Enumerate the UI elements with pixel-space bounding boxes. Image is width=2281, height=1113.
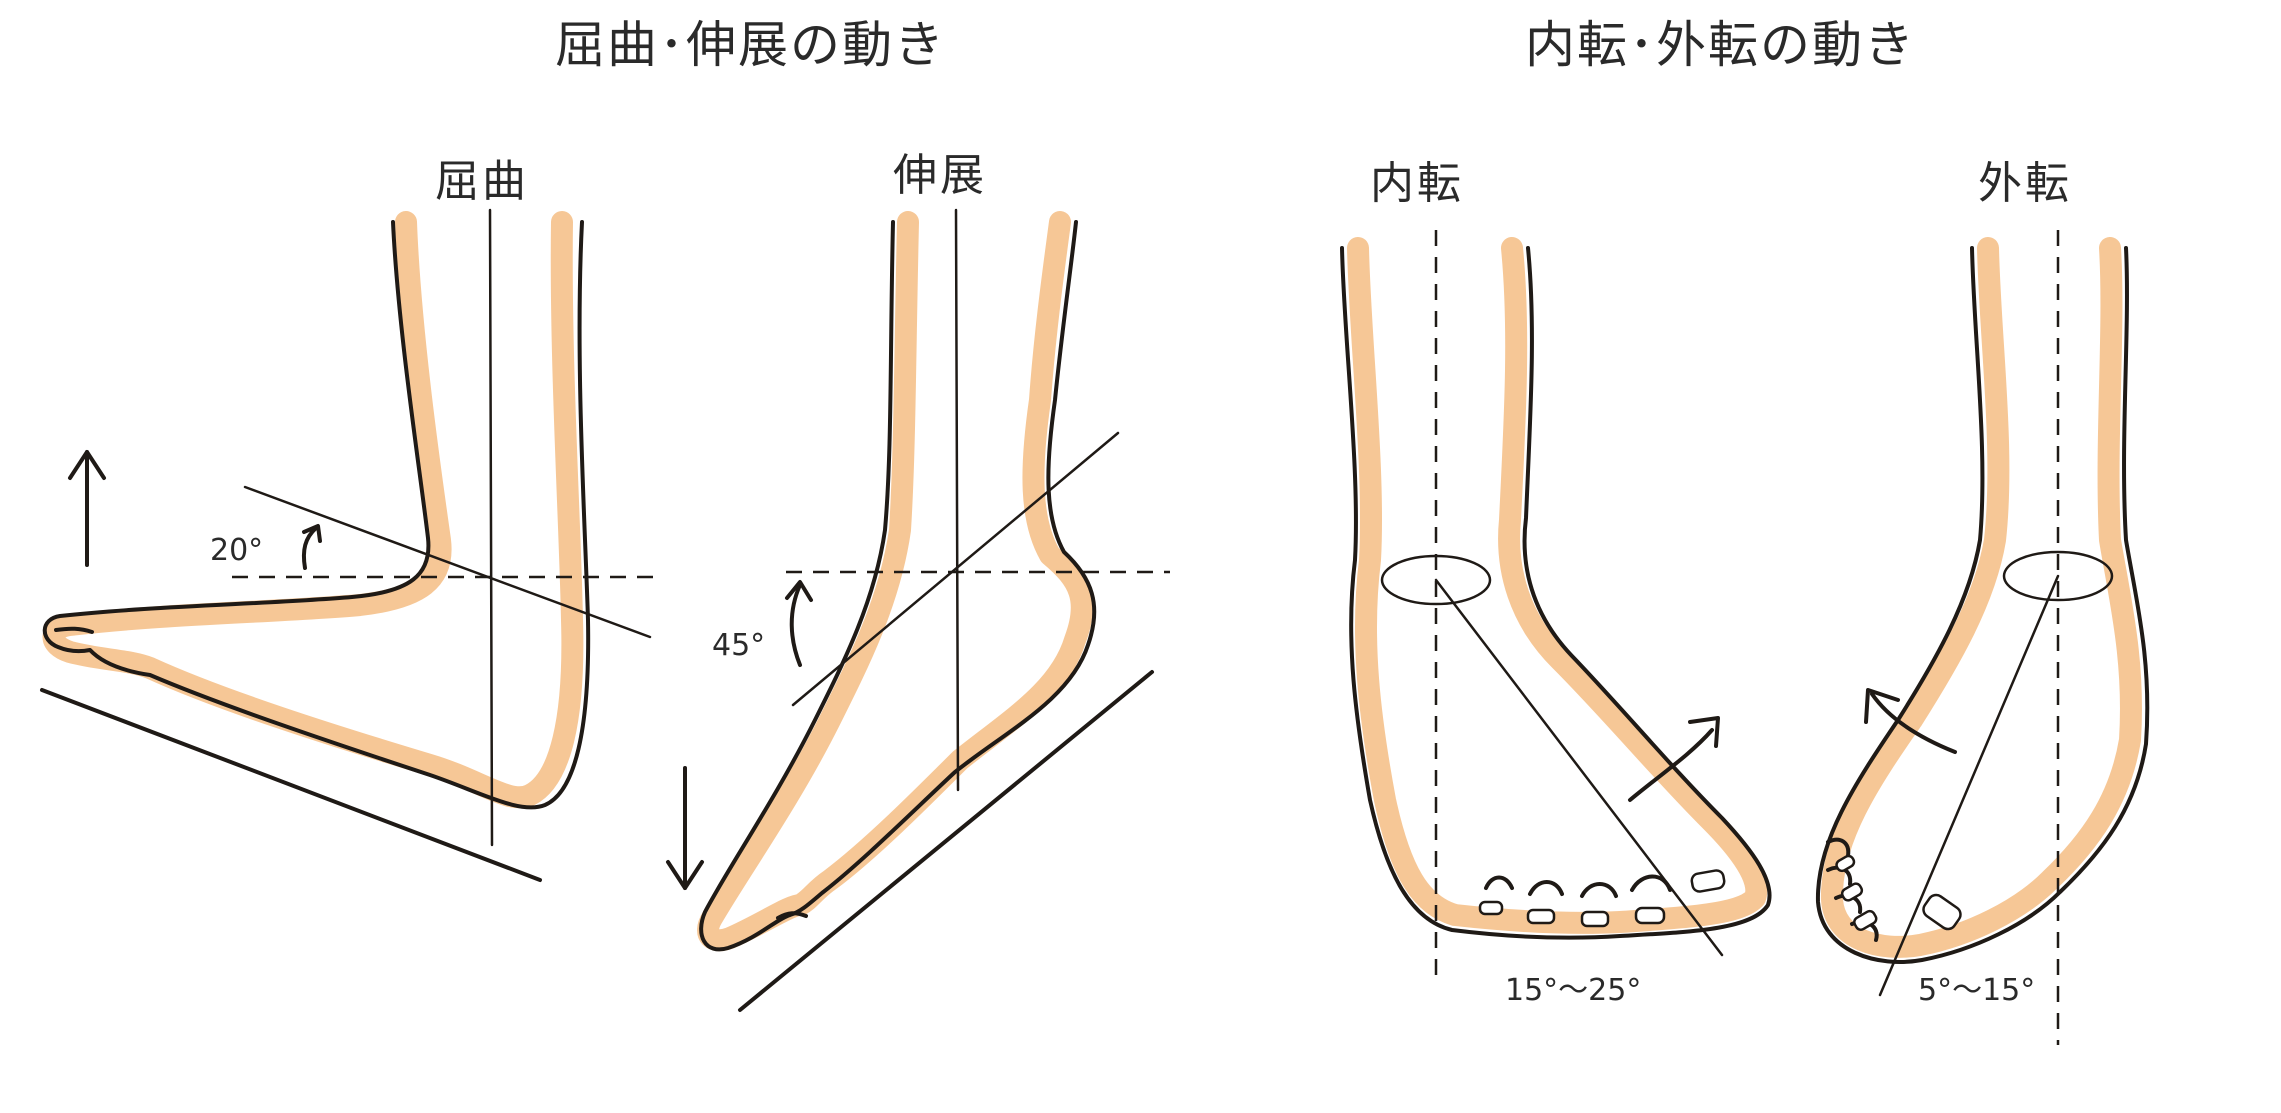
abduction-angle-value: 5°～15° — [1918, 973, 2035, 1008]
extension-toe-crease — [776, 911, 808, 920]
flexion-foot-skin — [42, 211, 584, 809]
panel-abduction: 外転 5°～15° — [1815, 158, 2150, 1045]
abduction-foot-skin — [1820, 237, 2142, 958]
extension-ground-line — [738, 670, 1154, 1012]
extension-axis-vertical — [954, 208, 960, 792]
label-abduction: 外転 — [1978, 158, 2072, 209]
flexion-toe-crease — [54, 626, 94, 634]
adduction-angle-line — [1434, 578, 1724, 957]
extension-angle-line — [791, 431, 1120, 707]
heading-adduction-abduction: 内転･外転の動き — [1525, 16, 1916, 74]
abduction-angle-line — [1878, 574, 2060, 997]
abduction-foot-outline — [1815, 246, 2150, 964]
flexion-angle-value: 20° — [210, 533, 263, 568]
adduction-angle-value: 15°～25° — [1505, 973, 1641, 1008]
flexion-axis-vertical — [488, 208, 494, 847]
flexion-ground-line — [40, 688, 542, 882]
flexion-up-arrow-icon — [68, 450, 106, 567]
adduction-foot-skin — [1347, 237, 1768, 934]
panel-extension: 伸展 45° — [666, 150, 1170, 1012]
panel-flexion: 屈曲 20° — [40, 156, 655, 882]
abduction-rotation-arrow-icon — [1864, 688, 1957, 754]
abduction-toes — [1826, 837, 1962, 942]
extension-foot-skin — [697, 211, 1093, 952]
flexion-angle-line — [243, 485, 652, 639]
panel-adduction: 内転 15°～25° — [1340, 158, 1772, 1008]
label-extension: 伸展 — [893, 150, 987, 201]
heading-flexion-extension: 屈曲･伸展の動き — [555, 16, 946, 74]
adduction-foot-outline — [1340, 246, 1772, 940]
extension-down-arrow-icon — [666, 766, 704, 890]
flexion-angle-arc-icon — [301, 524, 322, 570]
extension-angle-arc-icon — [785, 580, 813, 667]
adduction-rotation-arrow-icon — [1628, 716, 1720, 802]
abduction-ankle-ellipse — [2002, 550, 2114, 602]
extension-angle-value: 45° — [712, 628, 765, 663]
label-flexion: 屈曲 — [435, 156, 529, 207]
flexion-foot-outline — [42, 220, 591, 810]
label-adduction: 内転 — [1370, 158, 1464, 209]
extension-foot-outline — [699, 220, 1097, 952]
